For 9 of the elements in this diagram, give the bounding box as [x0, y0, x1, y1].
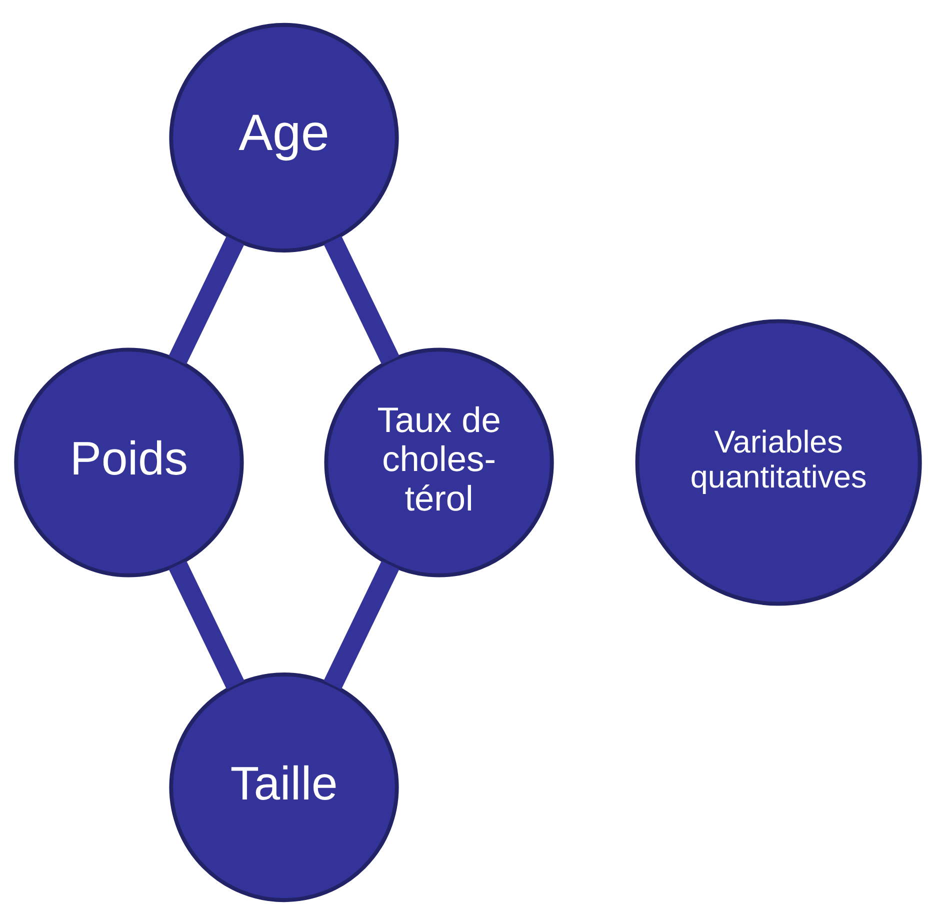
- node-circle: Taux de choles-térol: [324, 347, 554, 577]
- connector: [324, 236, 400, 364]
- node-circle: Poids: [14, 347, 244, 577]
- node-circle: Age: [169, 22, 399, 252]
- connector: [168, 236, 244, 364]
- node-circle: Taille: [169, 672, 399, 902]
- node-circle: Variables quantitatives: [635, 318, 922, 606]
- connector: [324, 560, 400, 689]
- connector: [168, 560, 244, 689]
